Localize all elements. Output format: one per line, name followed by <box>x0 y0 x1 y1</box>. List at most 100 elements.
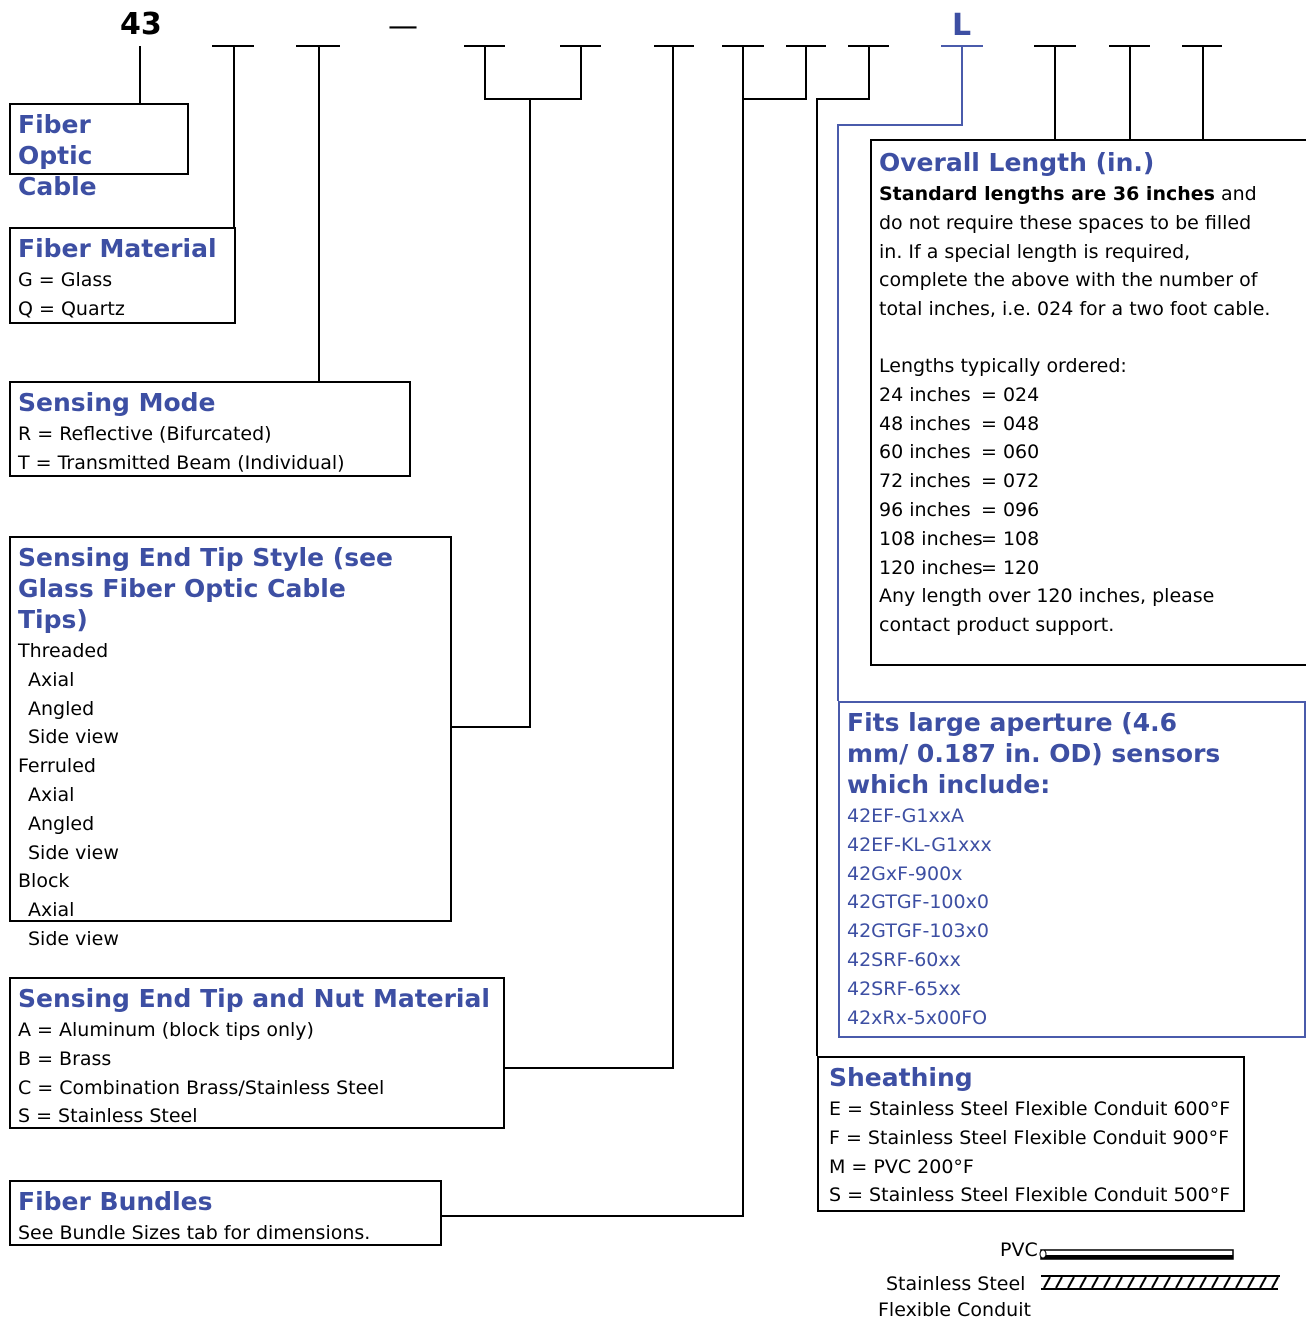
fiber-material-item: G = Glass <box>18 269 113 291</box>
conduit-hatch-mark <box>1247 1276 1255 1289</box>
overall-length-intro-line: total inches, i.e. 024 for a two foot ca… <box>879 298 1271 321</box>
length-code: = 072 <box>981 470 1040 493</box>
length-code: = 096 <box>981 498 1040 521</box>
fiber-material-item: Q = Quartz <box>18 297 125 320</box>
conduit-hatch-mark <box>1223 1276 1231 1289</box>
length-code: = 120 <box>981 556 1040 579</box>
sensing-mode-box: Sensing Mode R = Reflective (Bifurcated)… <box>9 381 411 477</box>
length-inches: 60 inches <box>879 441 971 464</box>
conduit-hatch-mark <box>1091 1276 1099 1289</box>
tip-style-item: Angled <box>28 697 95 720</box>
conduit-hatch-mark <box>1235 1276 1243 1289</box>
conduit-hatch-mark <box>1103 1276 1111 1289</box>
sensing-mode-item: R = Reflective (Bifurcated) <box>18 423 272 445</box>
overall-length-intro-rest: and <box>1214 183 1257 205</box>
overall-length-title: Overall Length (in.) <box>879 148 1155 177</box>
conduit-hatch-mark <box>1055 1276 1063 1289</box>
tip-style-item: Axial <box>28 783 75 806</box>
conduit-hatch-mark <box>1187 1276 1195 1289</box>
length-table: 24 inches = 024 48 inches = 048 60 inches = 0… <box>879 381 1306 583</box>
legend-steel-label-1: Stainless Steel <box>886 1273 1026 1295</box>
tip-style-item: Axial <box>28 899 75 922</box>
overall-length-box: Overall Length (in.) Standard lengths ar… <box>870 139 1306 666</box>
fiber-material-box: Fiber Material G = Glass Q = Quartz <box>9 227 236 324</box>
conduit-hatch-mark <box>1115 1276 1123 1289</box>
conduit-hatch-mark <box>1259 1276 1267 1289</box>
legend-steel-label-2: Flexible Conduit <box>878 1299 1031 1321</box>
conduit-hatch-mark <box>1271 1276 1279 1289</box>
aperture-sensor-item: 42EF-G1xxA <box>847 805 964 827</box>
sensing-mode-item: T = Transmitted Beam (Individual) <box>18 451 345 474</box>
aperture-sensor-item: 42xRx-5x00FO <box>847 1006 988 1029</box>
aperture-sensor-item: 42GTGF-100x0 <box>847 891 989 914</box>
legend-pvc-label: PVC <box>1000 1239 1038 1261</box>
conduit-hatch-mark <box>1043 1276 1051 1289</box>
aperture-sensor-item: 42SRF-60xx <box>847 948 961 971</box>
overall-length-intro-bold: Standard lengths are 36 inches <box>879 183 1215 205</box>
length-code: = 060 <box>981 441 1040 464</box>
conduit-hatch-mark <box>1079 1276 1087 1289</box>
sheathing-box: Sheathing E = Stainless Steel Flexible C… <box>817 1056 1245 1212</box>
length-inches: 48 inches <box>879 412 971 435</box>
length-inches: 96 inches <box>879 498 971 521</box>
sheathing-item: S = Stainless Steel Flexible Conduit 500… <box>829 1184 1231 1207</box>
fiber-bundles-text: See Bundle Sizes tab for dimensions. <box>18 1222 371 1244</box>
tip-style-item: Block <box>18 870 70 893</box>
tip-style-title: Sensing End Tip Style (see Glass Fiber O… <box>18 543 393 634</box>
length-code: = 048 <box>981 412 1040 435</box>
aperture-box: Fits large aperture (4.6 mm/ 0.187 in. O… <box>838 701 1306 1038</box>
length-row: 60 inches = 060 <box>879 438 1306 467</box>
length-row: 96 inches = 096 <box>879 496 1306 525</box>
fiber-material-title: Fiber Material <box>18 234 217 263</box>
conduit-hatch-mark <box>1127 1276 1135 1289</box>
overall-length-footer: Any length over 120 inches, please <box>879 585 1215 608</box>
conduit-hatch-mark <box>1211 1276 1219 1289</box>
overall-length-footer: contact product support. <box>879 614 1115 637</box>
length-row: 72 inches = 072 <box>879 467 1306 496</box>
fiber-optic-box: Fiber Optic Cable <box>9 103 189 201</box>
tip-material-box: Sensing End Tip and Nut Material A = Alu… <box>9 977 505 1129</box>
length-row: 48 inches = 048 <box>879 410 1306 439</box>
tip-style-item: Side view <box>28 927 119 950</box>
aperture-title: Fits large aperture (4.6 mm/ 0.187 in. O… <box>847 708 1221 799</box>
length-row: 108 inches= 108 <box>879 525 1306 554</box>
tip-style-item: Threaded <box>18 640 109 662</box>
fiber-bundles-box: Fiber Bundles See Bundle Sizes tab for d… <box>9 1180 442 1246</box>
conduit-cable-graphic <box>1041 1275 1280 1290</box>
sheathing-item: M = PVC 200°F <box>829 1155 974 1178</box>
conduit-hatch-mark <box>1199 1276 1207 1289</box>
code-letter-l: L <box>952 8 972 43</box>
fiber-bundles-title: Fiber Bundles <box>18 1187 213 1216</box>
typical-label: Lengths typically ordered: <box>879 354 1127 377</box>
tip-style-item: Ferruled <box>18 755 96 778</box>
aperture-sensor-item: 42GTGF-103x0 <box>847 920 989 943</box>
conduit-hatch-mark <box>1139 1276 1147 1289</box>
overall-length-intro-line: complete the above with the number of <box>879 269 1258 292</box>
length-code: = 024 <box>981 383 1040 406</box>
conduit-hatch-mark <box>1067 1276 1075 1289</box>
fiber-optic-title: Fiber Optic Cable <box>18 110 97 201</box>
tip-style-item: Side view <box>28 726 119 749</box>
aperture-sensor-item: 42SRF-65xx <box>847 977 961 1000</box>
aperture-sensor-item: 42GxF-900x <box>847 862 963 885</box>
tip-material-item: S = Stainless Steel <box>18 1105 198 1128</box>
tip-style-item: Angled <box>28 812 95 835</box>
length-code: = 108 <box>981 527 1040 550</box>
tip-material-title: Sensing End Tip and Nut Material <box>18 984 490 1013</box>
pvc-cable-graphic <box>1039 1249 1234 1260</box>
tip-style-item: Axial <box>28 668 75 691</box>
code-prefix: 43 <box>120 7 162 42</box>
aperture-sensor-item: 42EF-KL-G1xxx <box>847 833 992 856</box>
tip-material-item: B = Brass <box>18 1047 112 1070</box>
length-row: 120 inches= 120 <box>879 554 1306 583</box>
code-dash: — <box>388 9 418 44</box>
length-inches: 24 inches <box>879 383 971 406</box>
length-inches: 72 inches <box>879 470 971 493</box>
overall-length-intro-line: in. If a special length is required, <box>879 240 1191 263</box>
aperture-list: 42EF-G1xxA 42EF-KL-G1xxx 42GxF-900x 42GTGF-… <box>847 802 1304 1032</box>
sensing-mode-title: Sensing Mode <box>18 388 216 417</box>
overall-length-intro-line: do not require these spaces to be filled <box>879 211 1252 234</box>
conduit-hatch-mark <box>1151 1276 1159 1289</box>
